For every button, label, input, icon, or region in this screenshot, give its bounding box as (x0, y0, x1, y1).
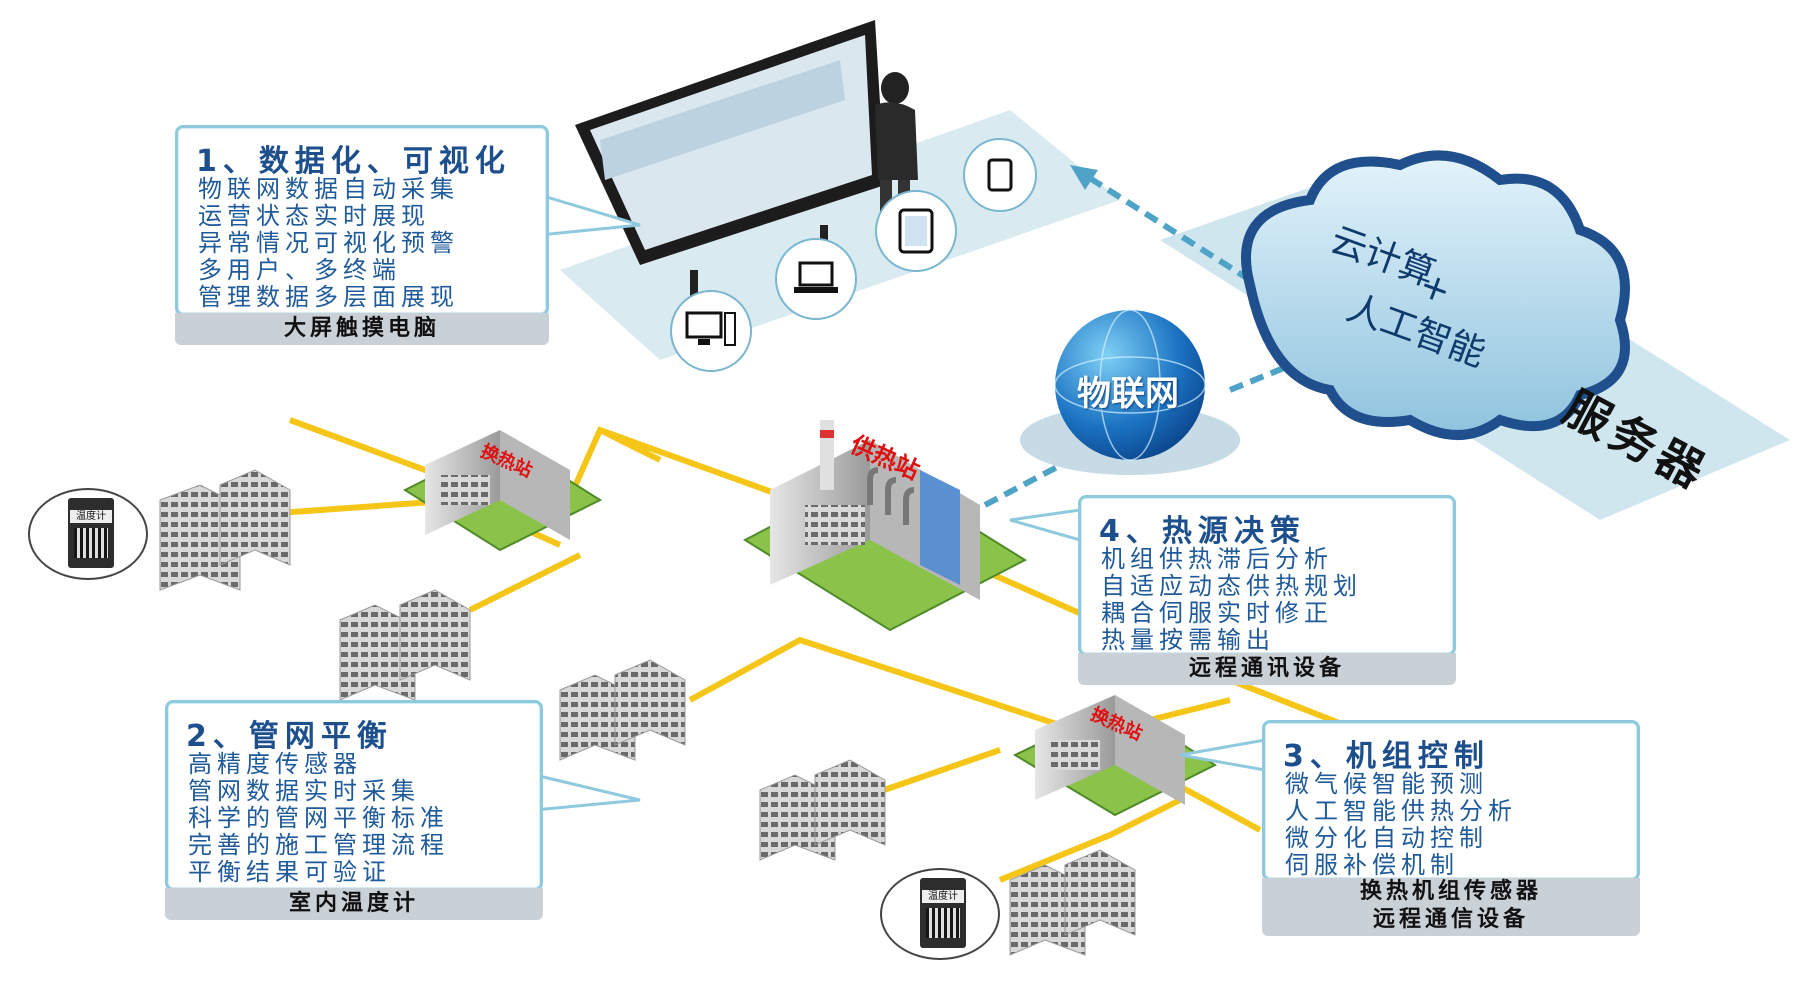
callout-item: 管理数据多层面展现 (198, 283, 459, 311)
qr-code-icon (74, 528, 108, 558)
iot-globe (1055, 310, 1205, 460)
thermometer-bubble-2: 温度计 (880, 868, 1000, 960)
touch-screen (575, 20, 885, 310)
callout-items: 物联网数据自动采集 运营状态实时展现 异常情况可视化预警 多用户、多终端 管理数… (198, 176, 459, 311)
globe-network-lines (1054, 309, 1206, 461)
substation-a (402, 430, 603, 552)
thermometer-device: 温度计 (920, 878, 966, 948)
tablet-icon (898, 208, 934, 254)
callout-item: 物联网数据自动采集 (198, 175, 459, 203)
callout-item: 运营状态实时展现 (198, 202, 430, 230)
callout-item: 人工智能供热分析 (1285, 797, 1517, 825)
desktop-bubble (670, 290, 752, 372)
callout4-pointer (1009, 508, 1082, 542)
callout-item: 机组供热滞后分析 (1101, 545, 1333, 573)
callout-item: 多用户、多终端 (198, 256, 401, 284)
callout-footer-line: 远程通信设备 (1372, 907, 1529, 932)
building-cluster-1 (159, 469, 291, 591)
callout-item: 平衡结果可验证 (188, 858, 391, 886)
callout-item: 微气候智能预测 (1285, 770, 1488, 798)
callout-item: 耦合伺服实时修正 (1101, 599, 1333, 627)
callout-title: 2、管网平衡 (186, 719, 393, 754)
callout-item: 热量按需输出 (1101, 626, 1275, 654)
main-heat-station (742, 420, 1028, 632)
callout-item: 高精度传感器 (188, 750, 362, 778)
callout-data-visualization: 1、数据化、可视化 物联网数据自动采集 运营状态实时展现 异常情况可视化预警 多… (175, 125, 549, 316)
callout-footer-line: 换热机组传感器 (1359, 879, 1542, 904)
thermometer-label: 温度计 (70, 510, 112, 523)
cloud (1241, 150, 1630, 440)
building-cluster-3 (559, 659, 686, 761)
substation-b (1012, 695, 1218, 817)
tablet-bubble (875, 190, 957, 272)
arrow-head-1 (1070, 165, 1098, 190)
callout-footer: 大屏触摸电脑 (175, 313, 549, 345)
tablet-small-bubble (963, 138, 1037, 212)
callout-items: 机组供热滞后分析 自适应动态供热规划 耦合伺服实时修正 热量按需输出 (1101, 546, 1362, 654)
callout-item: 科学的管网平衡标准 (188, 804, 449, 832)
building-cluster-4 (759, 759, 886, 861)
callout-footer: 换热机组传感器 远程通信设备 (1262, 878, 1640, 936)
thermometer-device: 温度计 (68, 498, 114, 568)
laptop-icon (794, 261, 838, 293)
callout-footer: 远程通讯设备 (1078, 653, 1456, 685)
callout-item: 管网数据实时采集 (188, 777, 420, 805)
callout-title: 4、热源决策 (1099, 514, 1306, 549)
building-cluster-2 (339, 589, 471, 701)
callout-footer: 室内温度计 (165, 888, 543, 920)
callout-item: 自适应动态供热规划 (1101, 572, 1362, 600)
callout-unit-control: 3、机组控制 微气候智能预测 人工智能供热分析 微分化自动控制 伺服补偿机制 (1262, 720, 1640, 881)
callout-items: 微气候智能预测 人工智能供热分析 微分化自动控制 伺服补偿机制 (1285, 771, 1517, 879)
desktop-icon (685, 311, 736, 346)
qr-code-icon (926, 908, 960, 938)
callout-item: 异常情况可视化预警 (198, 229, 459, 257)
building-cluster-5 (1009, 849, 1136, 956)
callout-item: 完善的施工管理流程 (188, 831, 449, 859)
callout-network-balance: 2、管网平衡 高精度传感器 管网数据实时采集 科学的管网平衡标准 完善的施工管理… (165, 700, 543, 891)
callout-item: 伺服补偿机制 (1285, 851, 1459, 879)
thermometer-label: 温度计 (922, 890, 964, 903)
callout-title: 3、机组控制 (1283, 739, 1490, 774)
iot-label: 物联网 (1077, 374, 1179, 414)
callout-heat-source-decision: 4、热源决策 机组供热滞后分析 自适应动态供热规划 耦合伺服实时修正 热量按需输… (1078, 495, 1456, 656)
thermometer-bubble-1: 温度计 (28, 488, 148, 580)
tablet-small-icon (987, 158, 1013, 192)
callout2-pointer (533, 773, 641, 812)
callout-items: 高精度传感器 管网数据实时采集 科学的管网平衡标准 完善的施工管理流程 平衡结果… (188, 751, 449, 886)
callout-title: 1、数据化、可视化 (196, 144, 511, 179)
laptop-bubble (775, 238, 857, 320)
callout-item: 微分化自动控制 (1285, 824, 1488, 852)
